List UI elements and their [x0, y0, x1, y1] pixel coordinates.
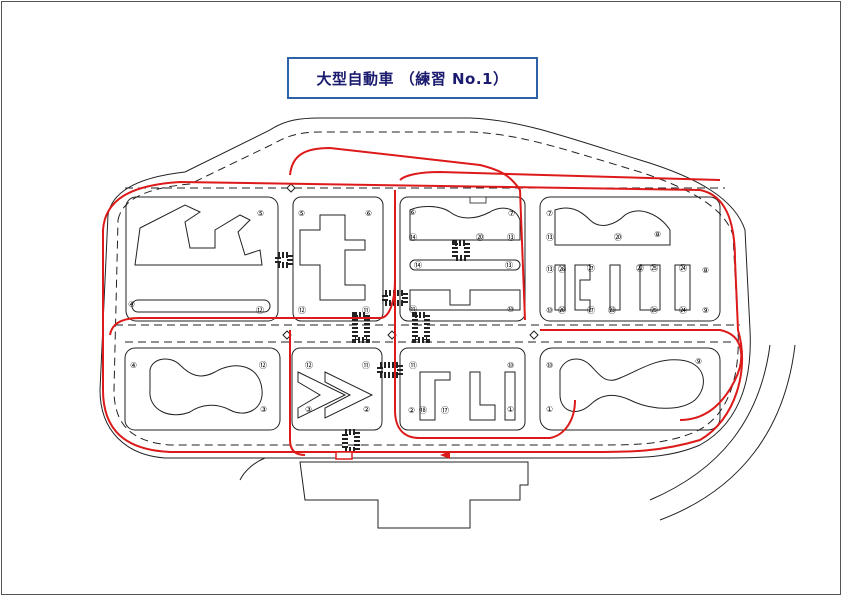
marker-26-a: ㉖: [558, 265, 566, 274]
marker-12-a: ⑫: [256, 306, 264, 315]
marker-2-a: ②: [363, 405, 370, 414]
building: [299, 461, 529, 529]
outside-curve-right: [649, 344, 771, 501]
map-title: 大型自動車 （練習 No.1）: [287, 57, 538, 99]
outside-curve-left: [239, 457, 266, 481]
course-11-10: [409, 289, 521, 311]
chevron-course: [297, 371, 374, 419]
marker-26-b: ㉖: [558, 306, 566, 315]
marker-22-a: ㉒: [636, 264, 644, 273]
crosswalk-2: [352, 312, 370, 343]
route-center: [394, 190, 576, 439]
marker-11-b: ⑪: [409, 305, 417, 314]
marker-7-b: ⑦: [546, 209, 553, 218]
marker-25-a: ㉕: [650, 264, 658, 273]
small-square-icon: [469, 196, 487, 204]
marker-27-a: ㉗: [587, 264, 595, 273]
marker-13-b: ⑬: [505, 261, 513, 270]
marker-13-d: ⑬: [546, 265, 554, 274]
marker-8-b: ⑧: [702, 266, 709, 275]
s-curve-lower-left: [149, 358, 263, 416]
block-lower-left: [124, 347, 281, 431]
crosswalk-3: [412, 312, 430, 343]
route-center-2: [399, 170, 721, 181]
marker-1-a: ①: [507, 405, 514, 414]
marker-14-b: ⑭: [414, 261, 422, 270]
marker-20-a: ⑳: [476, 233, 484, 242]
marker-9-b: ⑨: [695, 357, 702, 366]
marker-12-c: ⑫: [259, 361, 267, 370]
s-curve-right: [554, 207, 671, 246]
marker-10-b: ⑩: [546, 306, 553, 315]
route-upper: [289, 146, 526, 321]
diamond-icon: [286, 183, 296, 193]
marker-10-a: ⑩: [507, 305, 514, 314]
marker-11-c: ⑪: [362, 361, 370, 370]
marker-5-b: ⑤: [298, 209, 305, 218]
outer-boundary: [99, 117, 751, 459]
crank-courses-right: [554, 264, 691, 311]
marker-23-a: ㉓: [608, 306, 616, 315]
diamond-icon: [529, 330, 539, 340]
marker-11-d: ⑪: [409, 361, 417, 370]
marker-14-a: ⑭: [409, 233, 417, 242]
marker-18-a: ⑱: [419, 406, 427, 415]
marker-12-b: ⑫: [298, 306, 306, 315]
crosswalk-5: [377, 362, 403, 378]
block-chevron: [291, 347, 383, 431]
marker-4-a: ④: [128, 300, 135, 309]
marker-27-b: ㉗: [587, 306, 595, 315]
marker-17-a: ⑰: [441, 406, 449, 415]
marker-5-a: ⑤: [257, 209, 264, 218]
block-upper-right: [539, 196, 721, 322]
marker-6-b: ⑥: [409, 208, 416, 217]
marker-2-b: ②: [408, 406, 415, 415]
crank-course-upper-left: [134, 204, 263, 266]
outside-curve-right-2: [659, 344, 796, 521]
block-upper-left: [125, 196, 279, 322]
block-lower-right: [539, 347, 721, 431]
marker-24-a: ㉔: [679, 264, 687, 273]
crosswalk-6: [342, 429, 360, 453]
straight-line-4-12: [131, 299, 271, 313]
marker-7-a: ⑦: [508, 209, 515, 218]
crank-course-5-6: [299, 214, 366, 301]
arrow-left-icon: [440, 451, 450, 459]
block-lower-center: [399, 347, 526, 431]
marker-9-a: ⑨: [702, 306, 709, 315]
marker-11-a: ⑪: [362, 306, 370, 315]
route-lower: [289, 330, 306, 456]
marker-6-a: ⑥: [365, 209, 372, 218]
straight-14-13: [409, 259, 521, 271]
marker-10-c: ⑩: [507, 361, 514, 370]
crosswalk-7: [452, 240, 470, 261]
crosswalk-1: [275, 252, 293, 268]
marker-10-d: ⑩: [546, 361, 553, 370]
start-box: [335, 451, 353, 460]
marker-3-a: ③: [260, 405, 267, 414]
marker-1-b: ①: [546, 405, 553, 414]
marker-13-a: ⑬: [507, 233, 515, 242]
block-6-7: [399, 196, 526, 322]
marker-4-b: ④: [130, 361, 137, 370]
marker-3-b: ③: [305, 405, 312, 414]
lane-dash-outer: [113, 131, 739, 446]
marker-25-b: ㉕: [650, 306, 658, 315]
route-outer-loop: [102, 180, 744, 453]
s-curve-6-7: [409, 206, 521, 241]
marker-13-c: ⑬: [546, 233, 554, 242]
driving-route: [102, 146, 744, 456]
marker-8-a: ⑧: [654, 230, 661, 239]
marker-20-b: ⑳: [614, 233, 622, 242]
marker-12-d: ⑫: [305, 361, 313, 370]
crosswalks: [275, 240, 470, 453]
crank-lower-center: [419, 371, 516, 421]
marker-24-b: ㉔: [679, 306, 687, 315]
s-curve-lower-right: [559, 358, 704, 413]
route-right-loop: [540, 329, 743, 421]
